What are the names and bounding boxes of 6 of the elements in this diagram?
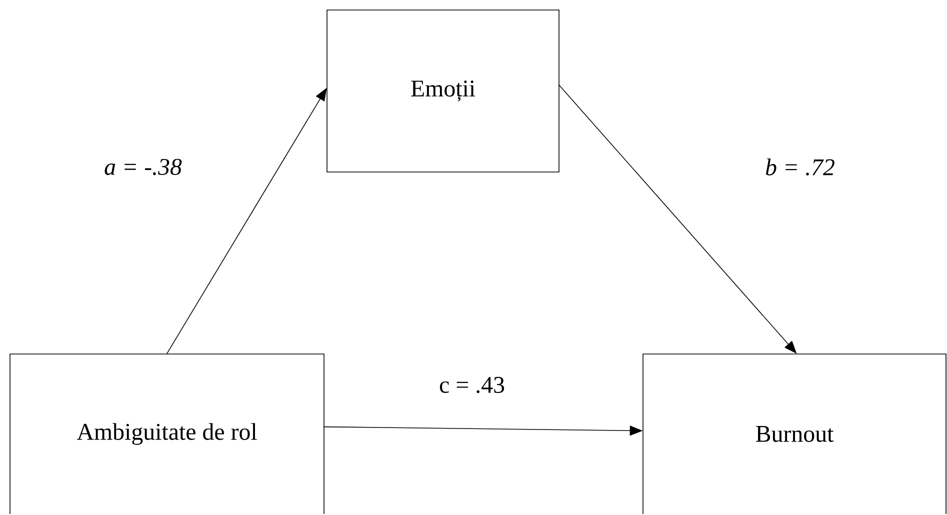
edge-label: b = .72 xyxy=(764,158,836,176)
process-box: Burnout xyxy=(642,354,946,514)
process-box: Emoții xyxy=(326,10,560,172)
process-box: Ambiguitate de rol xyxy=(10,354,324,514)
edge-label: a = -.38 xyxy=(103,158,183,176)
edge-label: c = .43 xyxy=(438,376,506,394)
